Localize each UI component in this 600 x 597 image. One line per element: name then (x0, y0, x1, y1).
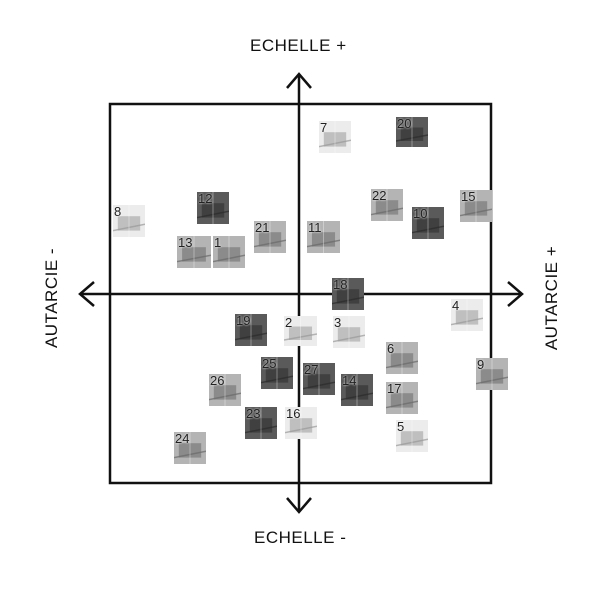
arrow-left-icon (78, 281, 95, 307)
project-thumbnail: 27 (303, 363, 335, 395)
thumbnail-number: 22 (372, 189, 387, 203)
thumbnail-number: 5 (397, 420, 405, 434)
axis-label-autarcie-plus: AUTARCIE + (542, 245, 561, 351)
thumbnail-number: 10 (413, 207, 428, 221)
project-thumbnail: 21 (254, 221, 286, 253)
thumbnail-number: 25 (262, 357, 277, 371)
project-thumbnail: 3 (333, 316, 365, 348)
thumbnail-number: 19 (236, 314, 251, 328)
thumbnail-number: 8 (114, 205, 122, 219)
thumbnail-number: 26 (210, 374, 225, 388)
project-thumbnail: 9 (476, 358, 508, 390)
project-thumbnail: 25 (261, 357, 293, 389)
project-thumbnail: 15 (460, 190, 492, 222)
thumbnail-number: 17 (387, 382, 402, 396)
thumbnail-number: 23 (246, 407, 261, 421)
project-thumbnail: 10 (412, 207, 444, 239)
arrow-down-icon (286, 497, 312, 514)
thumbnail-number: 9 (477, 358, 485, 372)
thumbnail-number: 16 (286, 407, 301, 421)
project-thumbnail: 12 (197, 192, 229, 224)
thumbnail-number: 12 (198, 192, 213, 206)
project-thumbnail: 24 (174, 432, 206, 464)
arrow-right-icon (507, 281, 524, 307)
project-thumbnail: 2 (284, 316, 317, 346)
project-thumbnail: 13 (177, 236, 211, 268)
project-thumbnail: 4 (451, 299, 483, 331)
axis-label-echelle-plus: ECHELLE + (250, 36, 347, 55)
axis-label-autarcie-minus: AUTARCIE - (42, 247, 61, 349)
project-thumbnail: 16 (285, 407, 317, 439)
project-thumbnail: 18 (332, 278, 364, 310)
project-thumbnail: 26 (209, 374, 241, 406)
project-thumbnail: 17 (386, 382, 418, 414)
thumbnail-number: 20 (397, 117, 412, 131)
project-thumbnail: 1 (213, 236, 245, 268)
project-thumbnail: 6 (386, 342, 418, 374)
project-thumbnail: 23 (245, 407, 277, 439)
project-thumbnail: 5 (396, 420, 428, 452)
project-thumbnail: 20 (396, 117, 428, 147)
thumbnail-number: 7 (320, 121, 328, 135)
thumbnail-number: 14 (342, 374, 357, 388)
project-thumbnail: 11 (307, 221, 340, 253)
project-thumbnail: 22 (371, 189, 403, 221)
project-thumbnail: 7 (319, 121, 351, 153)
thumbnail-number: 4 (452, 299, 460, 313)
thumbnail-number: 1 (214, 236, 222, 250)
thumbnail-number: 24 (175, 432, 190, 446)
thumbnail-number: 21 (255, 221, 270, 235)
thumbnail-number: 6 (387, 342, 395, 356)
thumbnail-number: 15 (461, 190, 476, 204)
thumbnail-number: 13 (178, 236, 193, 250)
axis-label-echelle-minus: ECHELLE - (254, 528, 347, 547)
arrow-up-icon (286, 72, 312, 89)
project-thumbnail: 19 (235, 314, 267, 346)
thumbnail-number: 27 (304, 363, 319, 377)
thumbnail-number: 3 (334, 316, 342, 330)
thumbnail-number: 11 (308, 221, 322, 235)
project-thumbnail: 8 (113, 205, 145, 237)
thumbnail-number: 2 (285, 316, 293, 330)
project-thumbnail: 14 (341, 374, 373, 406)
thumbnail-number: 18 (333, 278, 348, 292)
